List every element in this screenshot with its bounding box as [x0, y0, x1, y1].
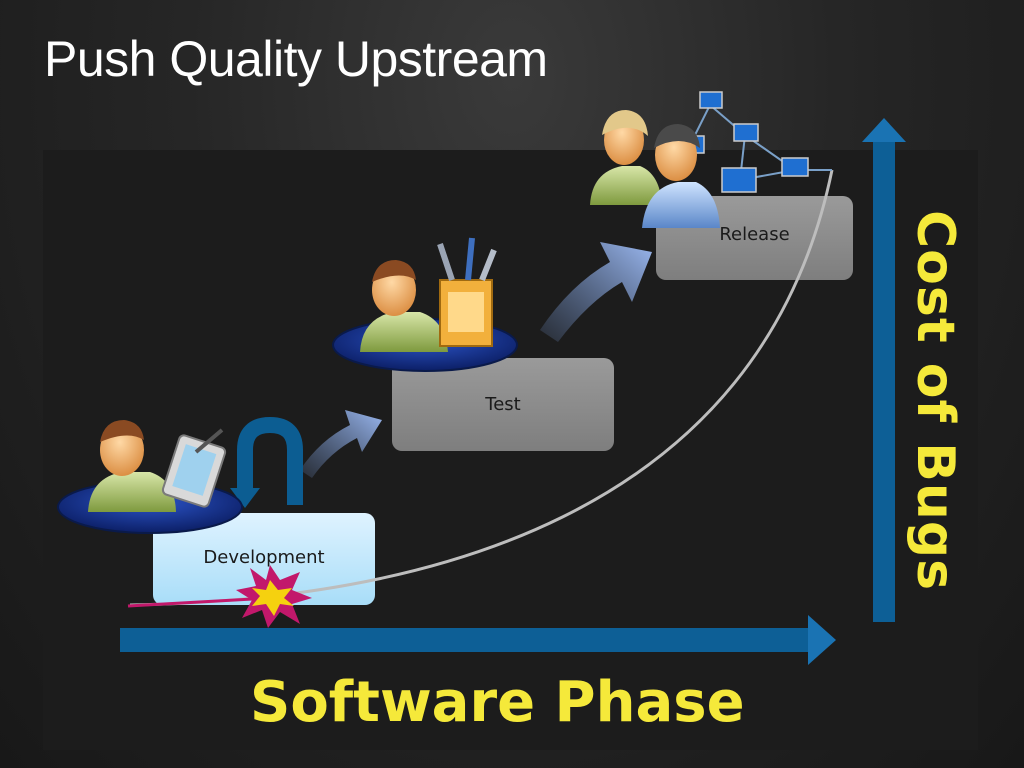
- users-icon: [590, 110, 720, 228]
- x-axis-label: Software Phase: [250, 670, 745, 735]
- tester-group: [332, 237, 518, 372]
- arrow-test-to-release: [540, 242, 652, 342]
- bug-burst-core: [252, 580, 294, 616]
- toolbox-icon: [437, 237, 497, 347]
- y-axis-arrow: [862, 118, 906, 622]
- loop-arrow-icon: [230, 416, 303, 508]
- tablet-pen-icon: [161, 428, 227, 508]
- developer-group: [57, 420, 243, 534]
- cost-curve: [129, 169, 834, 607]
- x-axis-arrow: [120, 615, 836, 665]
- release-group: [590, 91, 832, 228]
- phase-test-label: Test: [485, 394, 521, 415]
- phase-test-box: Test: [392, 358, 614, 451]
- page-title: Push Quality Upstream: [44, 31, 548, 87]
- network-computers-icon: [679, 91, 832, 193]
- developer-person-icon: [88, 420, 176, 512]
- y-axis-label: Cost of Bugs: [905, 210, 965, 592]
- phase-release-label: Release: [719, 224, 790, 245]
- cost-curve-tail: [127, 596, 271, 608]
- phase-development-label: Development: [203, 547, 325, 568]
- arrow-dev-to-test: [300, 410, 382, 478]
- tester-person-icon: [360, 260, 448, 352]
